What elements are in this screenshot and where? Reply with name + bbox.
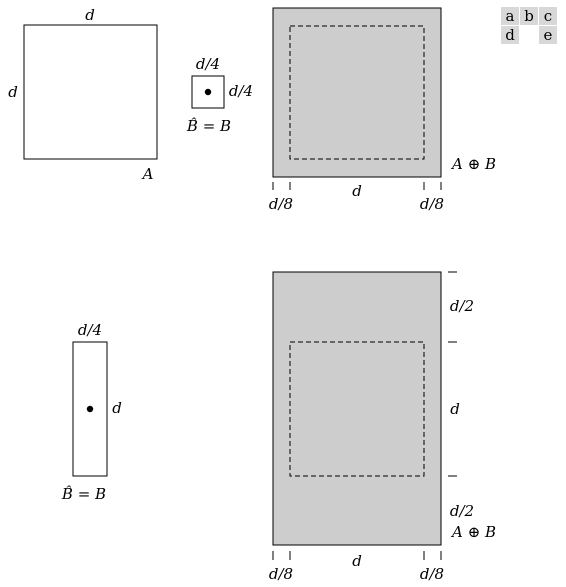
label-bottom-d2: d/2	[450, 502, 474, 520]
key-letter-b: b	[524, 7, 534, 25]
panel-e-dilation: d/2 d d/2 A ⊕ B d/8 d d/8	[269, 271, 496, 583]
origin-dot	[204, 88, 212, 96]
key-letter-a: a	[506, 7, 515, 25]
label-left-d8: d/8	[269, 195, 293, 213]
panel-a-set-A: d d A	[8, 6, 158, 183]
panel-c-dilation: A ⊕ B d/8 d d/8	[269, 7, 496, 213]
panel-d-structuring-element: d/4 d B̂ = B	[61, 321, 122, 503]
panel-b-structuring-element: d/4 d/4 B̂ = B	[186, 55, 253, 135]
key-box-a	[501, 7, 519, 25]
key-box-b	[520, 7, 538, 25]
key-box-e	[539, 26, 557, 44]
label-right-d4: d/4	[229, 82, 253, 100]
original-A-outline	[289, 341, 425, 477]
label-A: A	[141, 165, 154, 183]
label-right-d: d	[112, 399, 122, 417]
label-B-hat-eq-B: B̂ = B	[186, 117, 231, 135]
label-right-d8: d/8	[420, 195, 444, 213]
label-top-d: d	[85, 6, 95, 24]
label-bottom-d: d	[352, 552, 362, 570]
key-letter-d: d	[505, 26, 515, 44]
panel-key: a b c d e	[501, 7, 557, 44]
square-A	[23, 24, 158, 160]
key-letter-e: e	[544, 26, 553, 44]
label-A-dilate-B: A ⊕ B	[450, 155, 496, 173]
label-top-d4: d/4	[196, 55, 220, 73]
key-box-d	[501, 26, 519, 44]
label-B-hat-eq-B: B̂ = B	[61, 485, 106, 503]
label-top-d2: d/2	[450, 297, 474, 315]
label-right-d8: d/8	[420, 565, 444, 583]
label-left-d8: d/8	[269, 565, 293, 583]
dilation-region	[272, 271, 442, 546]
label-A-dilate-B: A ⊕ B	[450, 523, 496, 541]
origin-dot	[86, 405, 94, 413]
label-top-d4: d/4	[78, 321, 102, 339]
label-left-d: d	[8, 83, 18, 101]
label-bottom-d: d	[352, 182, 362, 200]
label-right-d: d	[450, 400, 460, 418]
rect-B	[72, 341, 108, 477]
original-A-outline	[289, 25, 425, 160]
key-letter-c: c	[544, 7, 552, 25]
key-box-c	[539, 7, 557, 25]
dilation-region	[272, 7, 442, 178]
